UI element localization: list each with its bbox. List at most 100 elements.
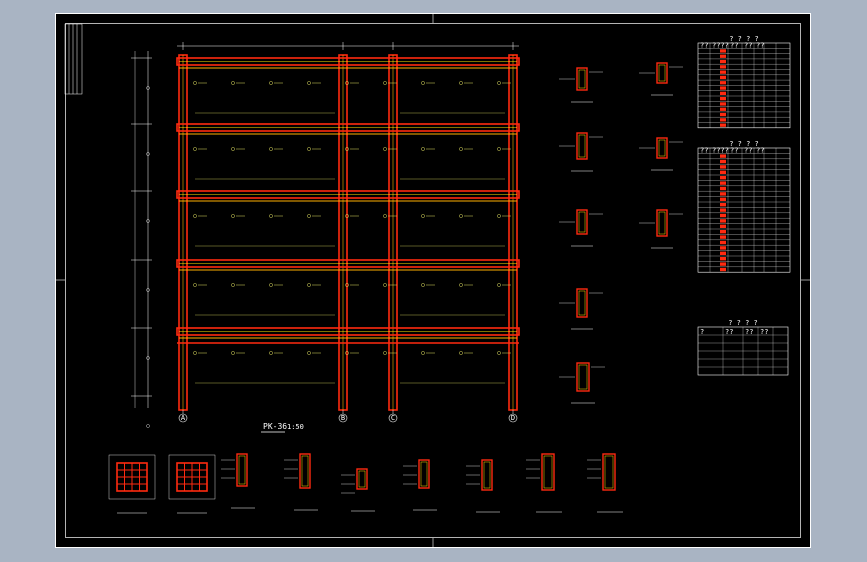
annotation-dot: [193, 283, 197, 287]
annotation-dot: [497, 147, 501, 151]
table-shape-glyph: [720, 49, 726, 53]
table-1: [697, 147, 791, 273]
table-shape-glyph: [720, 186, 726, 191]
table-shape-glyph: [720, 267, 726, 272]
annotation-dot: [459, 214, 463, 218]
table-shape-glyph: [720, 203, 726, 207]
annotation-dot: [421, 81, 425, 85]
table-shape-glyph: [720, 181, 726, 185]
table-header-cell: ??: [730, 146, 738, 154]
table-shape-glyph: [720, 65, 726, 69]
table-title-1: ? ? ? ?: [729, 140, 759, 148]
axis-label-2: C: [391, 414, 395, 422]
annotation-dot: [231, 214, 235, 218]
section-5: [656, 209, 668, 237]
table-shape-glyph: [720, 251, 726, 255]
centering-marks: [55, 13, 811, 548]
table-header-cell: ??: [744, 41, 752, 49]
table-header-cell: ??: [756, 41, 764, 49]
schedule-tables: ? ? ? ?????????????? ? ? ?????????????? …: [697, 35, 791, 376]
level-marker: [146, 424, 150, 428]
table-header-cell: ??: [700, 41, 708, 49]
section-stirrup-0: [578, 69, 586, 89]
section-stirrup-3: [658, 139, 666, 157]
bottom-section-stirrup-3: [420, 461, 428, 487]
section-6: [576, 288, 588, 318]
table-shape-glyph: [720, 154, 726, 158]
annotation-dot: [345, 351, 349, 355]
level-marker: [146, 288, 150, 292]
level-marker: [146, 356, 150, 360]
section-stirrup-7: [578, 364, 588, 390]
section-4: [576, 209, 588, 235]
level-marker: [146, 219, 150, 223]
main-scale: 1:50: [287, 423, 304, 431]
annotation-dot: [459, 283, 463, 287]
axis-bubble-3: [508, 413, 518, 423]
bottom-section-6: [602, 453, 616, 491]
annotation-dot: [421, 147, 425, 151]
bottom-section-stirrup-4: [483, 461, 491, 489]
section-7: [576, 362, 590, 392]
table-shape-glyph: [720, 91, 726, 95]
annotation-dot: [421, 351, 425, 355]
table-shape-glyph: [720, 235, 726, 239]
annotation-dot: [231, 351, 235, 355]
annotation-dot: [231, 283, 235, 287]
section-1: [656, 62, 668, 84]
section-stirrup-4: [578, 211, 586, 233]
table-header-cell: ?: [700, 328, 704, 336]
main-title: PK-36: [263, 422, 287, 431]
table-shape-glyph: [720, 230, 726, 234]
table-shape-glyph: [720, 240, 726, 245]
annotation-dot: [193, 81, 197, 85]
axis-label-0: A: [181, 414, 186, 422]
table-shape-glyph: [720, 59, 726, 64]
annotation-dot: [383, 214, 387, 218]
table-shape-glyph: [720, 107, 726, 111]
annotation-dot: [269, 147, 273, 151]
table-header-cell: ????: [712, 41, 729, 49]
table-shape-glyph: [720, 176, 726, 180]
annotation-dot: [497, 81, 501, 85]
annotation-dot: [307, 147, 311, 151]
table-header-cell: ??: [725, 328, 733, 336]
table-header-cell: ????: [712, 146, 729, 154]
table-header-cell: ??: [700, 146, 708, 154]
bottom-section-stirrup-2: [358, 470, 366, 488]
annotation-dot: [269, 81, 273, 85]
table-shape-glyph: [720, 81, 726, 85]
annotation-dot: [459, 351, 463, 355]
outer-border: [55, 13, 811, 548]
section-2: [576, 132, 588, 160]
table-shape-glyph: [720, 97, 726, 101]
bottom-section-0: [236, 453, 248, 487]
square-section-dim: [108, 454, 156, 500]
annotation-dot: [497, 351, 501, 355]
axis-bubble-0: [178, 413, 188, 423]
beam-2: [176, 190, 520, 199]
beam-4: [176, 327, 520, 336]
annotation-dot: [383, 283, 387, 287]
section-stirrup-1: [658, 64, 666, 82]
annotation-dot: [231, 147, 235, 151]
annotation-dot: [307, 214, 311, 218]
annotation-dot: [307, 81, 311, 85]
table-header-cell: ??: [744, 146, 752, 154]
bottom-section-stirrup-5: [543, 455, 553, 489]
annotation-dot: [193, 351, 197, 355]
annotation-dot: [269, 351, 273, 355]
table-shape-glyph: [720, 70, 726, 74]
section-stirrup-2: [578, 134, 586, 158]
annotation-dot: [193, 147, 197, 151]
level-marker: [146, 86, 150, 90]
table-title-0: ? ? ? ?: [729, 35, 759, 43]
column-section-details: [559, 62, 683, 404]
table-shape-glyph: [720, 262, 726, 266]
annotation-dot: [345, 147, 349, 151]
bottom-section-stirrup-6: [604, 455, 614, 489]
table-shape-glyph: [720, 75, 726, 80]
